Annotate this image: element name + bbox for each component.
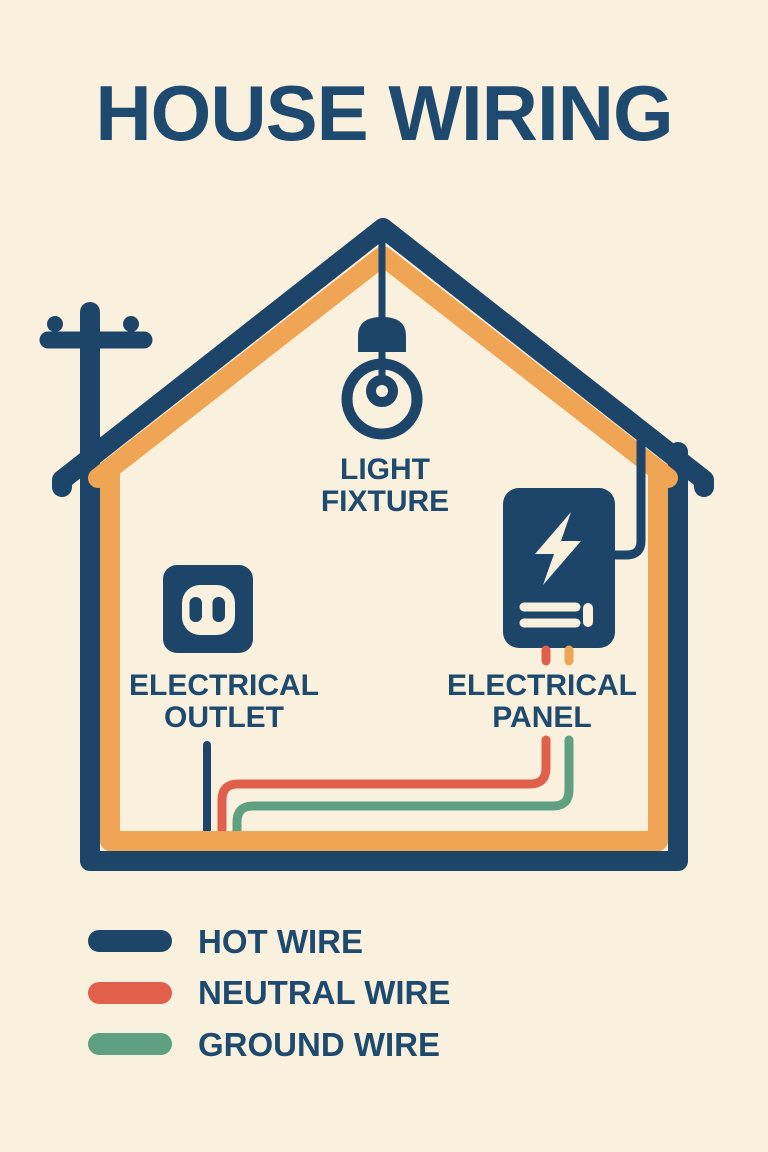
page-title: HOUSE WIRING [95,69,673,157]
panel-hot-wire [607,436,646,560]
light-fixture-label-line1: LIGHT [340,453,430,486]
hot-wire-swatch [88,930,172,952]
neutral-wire [217,735,551,848]
bulb-socket [358,317,406,352]
pole-insulator-right [123,316,139,332]
ground-wire-label: GROUND WIRE [198,1025,440,1063]
legend-row-hot-wire: HOT WIRE [88,919,450,963]
utility-pole-icon [39,316,153,349]
neutral-wire-label: NEUTRAL WIRE [198,974,451,1011]
bulb-filament [366,375,398,407]
electrical-panel-icon [503,488,615,666]
light-fixture-label-line2: FIXTURE [320,485,450,518]
light-fixture-label: LIGHT FIXTURE [225,454,545,518]
outlet-slot-left [189,597,202,622]
house-walls-navy [80,302,688,871]
outlet-slot-right [212,597,225,622]
electrical-outlet-label-line2: OUTLET [164,701,284,734]
legend-row-ground-wire: GROUND WIRE [88,1022,450,1066]
light-bulb-icon [341,240,423,440]
ground-wire [232,735,574,848]
legend-row-neutral-wire: NEUTRAL WIRE [88,971,450,1015]
ground-wire-swatch [88,1033,172,1055]
legend: HOT WIRE NEUTRAL WIRE GROUND WIRE [88,919,450,1074]
neutral-wire-swatch [88,981,172,1004]
electrical-panel-label: ELECTRICAL PANEL [382,670,702,734]
pole-insulator-left [47,316,63,332]
electrical-panel-label-line1: ELECTRICAL [447,669,637,702]
house-walls-orange [100,464,668,851]
electrical-outlet-icon [163,565,253,653]
electrical-panel-label-line2: PANEL [492,701,592,734]
electrical-outlet-label-line1: ELECTRICAL [129,669,319,702]
hot-wire-label: HOT WIRE [198,922,363,960]
electrical-outlet-label: ELECTRICAL OUTLET [64,670,384,734]
lightning-bolt-icon [535,512,581,585]
roof-navy [52,218,714,497]
